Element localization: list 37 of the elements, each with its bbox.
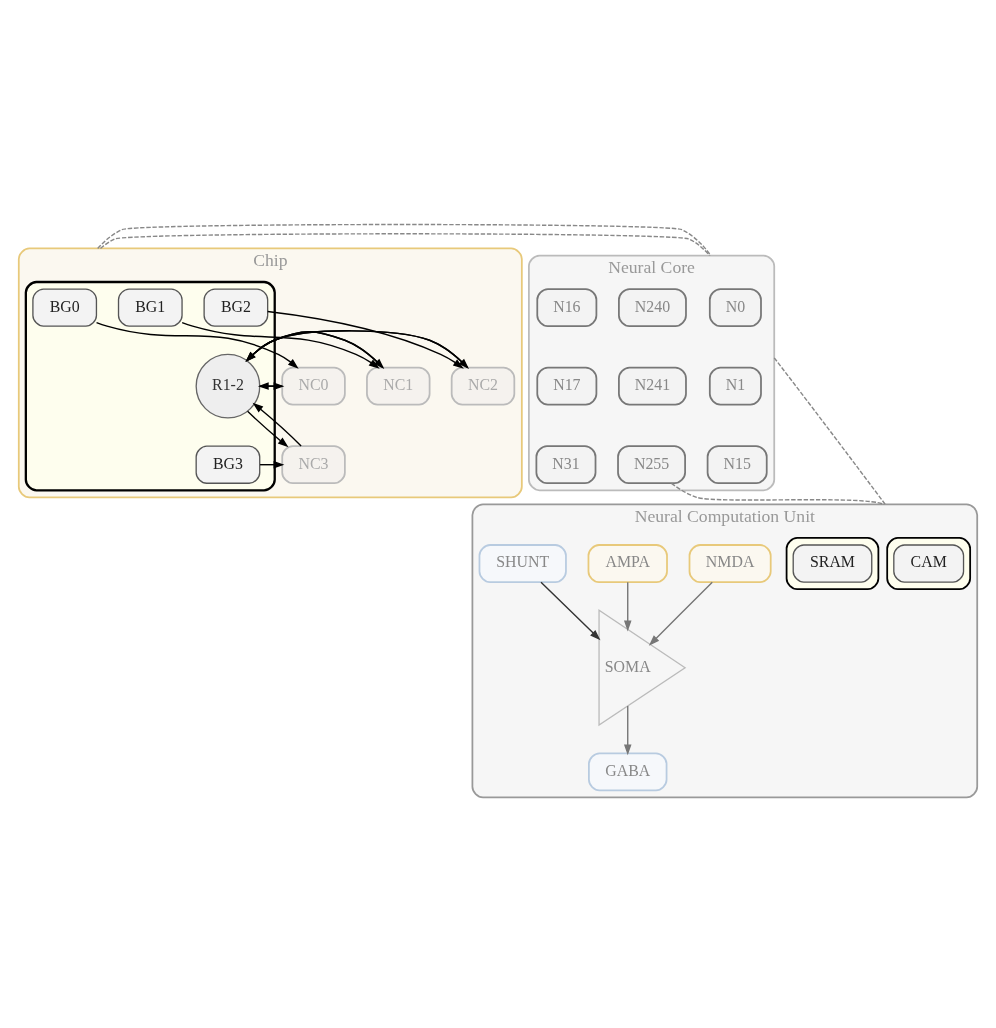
arrow [623, 704, 632, 755]
cluster [886, 536, 972, 590]
connector [99, 232, 711, 256]
node-box: NC3 [281, 444, 346, 484]
arrow [252, 402, 302, 447]
node-box: N17 [536, 366, 598, 406]
node-box: AMPA [587, 543, 668, 583]
node-box: N1 [708, 366, 762, 406]
arrow [246, 410, 289, 447]
node-box: NMDA [688, 543, 772, 583]
node-box: N255 [617, 444, 686, 484]
node-box: BG1 [117, 287, 183, 327]
arrow [540, 581, 601, 640]
node-box: GABA [588, 751, 668, 791]
node-box: NC2 [450, 366, 516, 406]
node-box: BG3 [195, 445, 261, 484]
node-box: BG0 [32, 287, 98, 327]
connector [773, 356, 886, 505]
node-box: N0 [708, 287, 762, 327]
node-box: N15 [706, 444, 768, 484]
arrow [623, 581, 632, 631]
node-box: N31 [535, 444, 597, 484]
node-box: BG2 [203, 287, 269, 327]
node-box: SHUNT [478, 543, 567, 583]
connector [97, 223, 712, 256]
arrow [181, 321, 380, 369]
arrow [648, 581, 713, 646]
node-box: N16 [536, 287, 598, 327]
node-box: NC0 [281, 366, 346, 406]
arrow [95, 321, 299, 369]
node-box: CAM [893, 543, 965, 583]
connector [670, 482, 885, 505]
node-box: N241 [618, 366, 687, 406]
node-box: NC1 [366, 366, 431, 406]
node-box: N240 [618, 287, 687, 327]
node-box: SRAM [792, 543, 873, 583]
cluster [785, 536, 880, 590]
